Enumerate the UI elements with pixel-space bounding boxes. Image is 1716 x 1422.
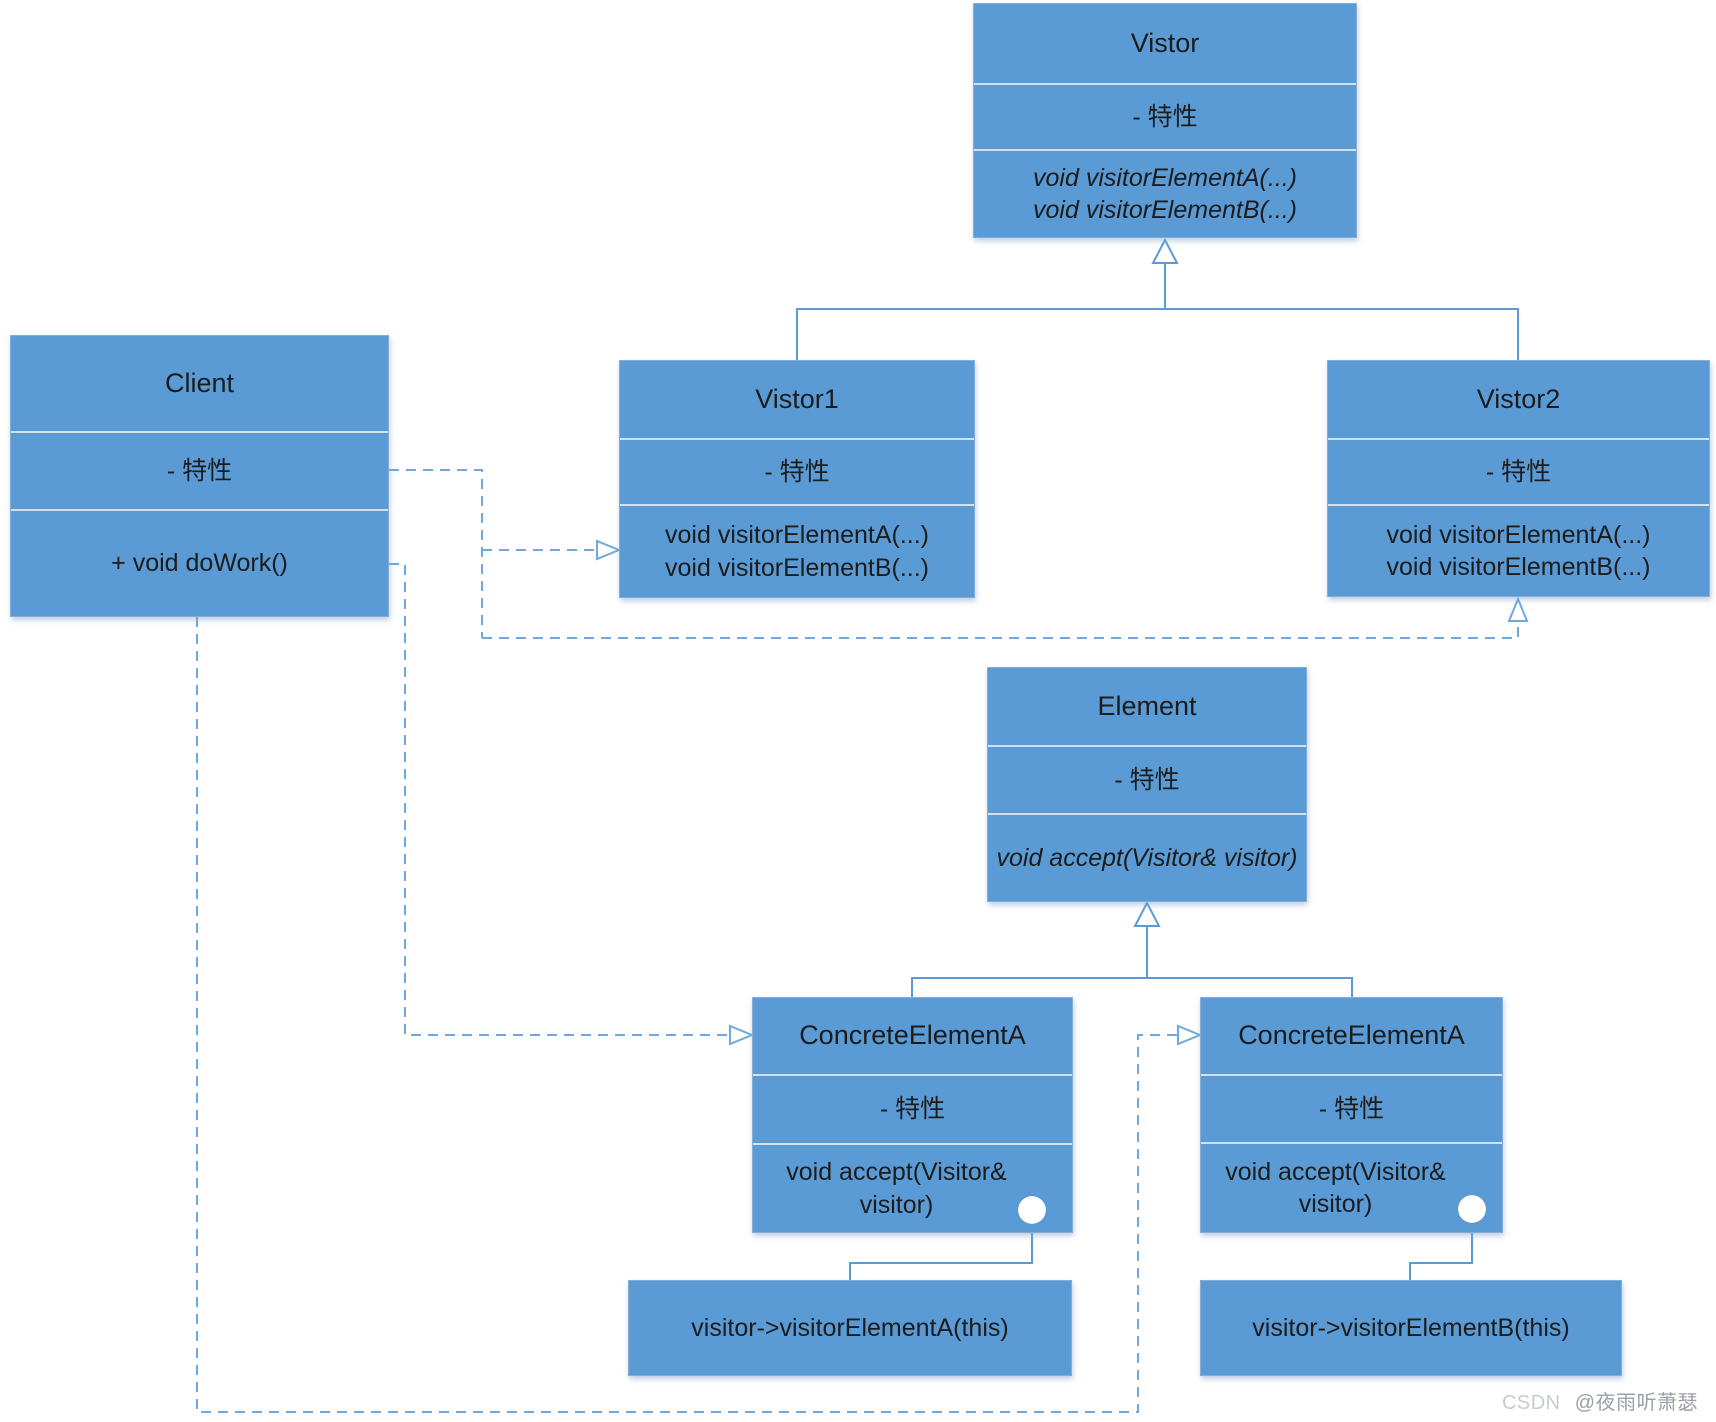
class-methods: void visitorElementA(...) void visitorEl…: [620, 504, 974, 597]
class-methods: + void doWork(): [11, 509, 388, 616]
dependency-client-vistor1: [389, 469, 597, 638]
class-title: Vistor: [1130, 27, 1200, 58]
class-methods: void visitorElementA(...) void visitorEl…: [974, 149, 1356, 237]
class-box-client: Client - 特性 + void doWork(): [10, 335, 389, 617]
inheritance-arrow-icon: [1151, 237, 1179, 264]
dependency-arrow-icon: [729, 1024, 755, 1046]
inheritance-connector-visitors: [796, 262, 1519, 360]
method-line: void visitorElementA(...): [665, 521, 929, 549]
dependency-client-concrete-a: [389, 563, 730, 1036]
class-attribute: - 特性: [620, 438, 974, 504]
note-connector-b: [1409, 1233, 1473, 1280]
class-methods: void accept(Visitor& visitor): [753, 1143, 1072, 1232]
class-box-vistor: Vistor - 特性 void visitorElementA(...) vo…: [973, 3, 1357, 238]
class-methods: void accept(Visitor& visitor): [988, 813, 1306, 901]
note-connector-a: [849, 1233, 1033, 1280]
inheritance-arrow-icon: [1133, 900, 1161, 927]
class-methods: void visitorElementA(...) void visitorEl…: [1328, 504, 1709, 596]
method-line: void visitorElementA(...): [1386, 520, 1651, 549]
class-attribute: - 特性: [988, 745, 1306, 813]
class-title: ConcreteElementA: [1238, 1020, 1465, 1051]
class-box-vistor2: Vistor2 - 特性 void visitorElementA(...) v…: [1327, 360, 1710, 597]
class-attribute: - 特性: [1201, 1074, 1502, 1142]
class-title: Vistor1: [755, 383, 839, 414]
class-title: ConcreteElementA: [799, 1020, 1026, 1051]
dependency-arrow-icon: [596, 539, 622, 561]
dependency-arrow-icon: [1177, 1024, 1203, 1046]
dependency-client-vistor2: [482, 620, 1519, 639]
dependency-client-concrete-b: [196, 617, 1178, 1413]
class-box-concrete-element-b: ConcreteElementA - 特性 void accept(Visito…: [1200, 997, 1503, 1233]
method-line: void accept(Visitor& visitor): [786, 1158, 1007, 1219]
class-attribute: - 特性: [11, 431, 388, 509]
class-title: Client: [164, 367, 235, 398]
note-text: visitor->visitorElementB(this): [1252, 1313, 1570, 1342]
note-box-visit-element-a: visitor->visitorElementA(this): [628, 1280, 1072, 1376]
method-line: + void doWork(): [111, 549, 288, 578]
note-text: visitor->visitorElementA(this): [691, 1313, 1009, 1342]
watermark-author: @夜雨听萧瑟: [1574, 1392, 1698, 1414]
dependency-arrow-icon: [1507, 596, 1529, 622]
inheritance-connector-elements: [911, 925, 1353, 997]
method-line: void visitorElementA(...): [1033, 163, 1297, 192]
class-attribute: - 特性: [1328, 438, 1709, 504]
class-box-element: Element - 特性 void accept(Visitor& visito…: [987, 667, 1307, 902]
watermark-brand: CSDN: [1501, 1392, 1561, 1414]
note-box-visit-element-b: visitor->visitorElementB(this): [1200, 1280, 1622, 1376]
class-title: Vistor2: [1476, 383, 1561, 414]
class-box-concrete-element-a: ConcreteElementA - 特性 void accept(Visito…: [752, 997, 1073, 1233]
class-methods: void accept(Visitor& visitor): [1201, 1142, 1502, 1232]
watermark: CSDN @夜雨听萧瑟: [1502, 1386, 1698, 1415]
class-attribute: - 特性: [753, 1074, 1072, 1143]
method-line: void visitorElementB(...): [1386, 553, 1651, 581]
method-line: void visitorElementB(...): [665, 553, 929, 582]
method-line: void accept(Visitor& visitor): [1225, 1157, 1446, 1219]
method-line: void accept(Visitor& visitor): [996, 843, 1298, 872]
class-title: Element: [1097, 690, 1197, 721]
class-attribute: - 特性: [974, 83, 1356, 149]
method-line: void visitorElementB(...): [1033, 196, 1297, 224]
class-box-vistor1: Vistor1 - 特性 void visitorElementA(...) v…: [619, 360, 975, 598]
